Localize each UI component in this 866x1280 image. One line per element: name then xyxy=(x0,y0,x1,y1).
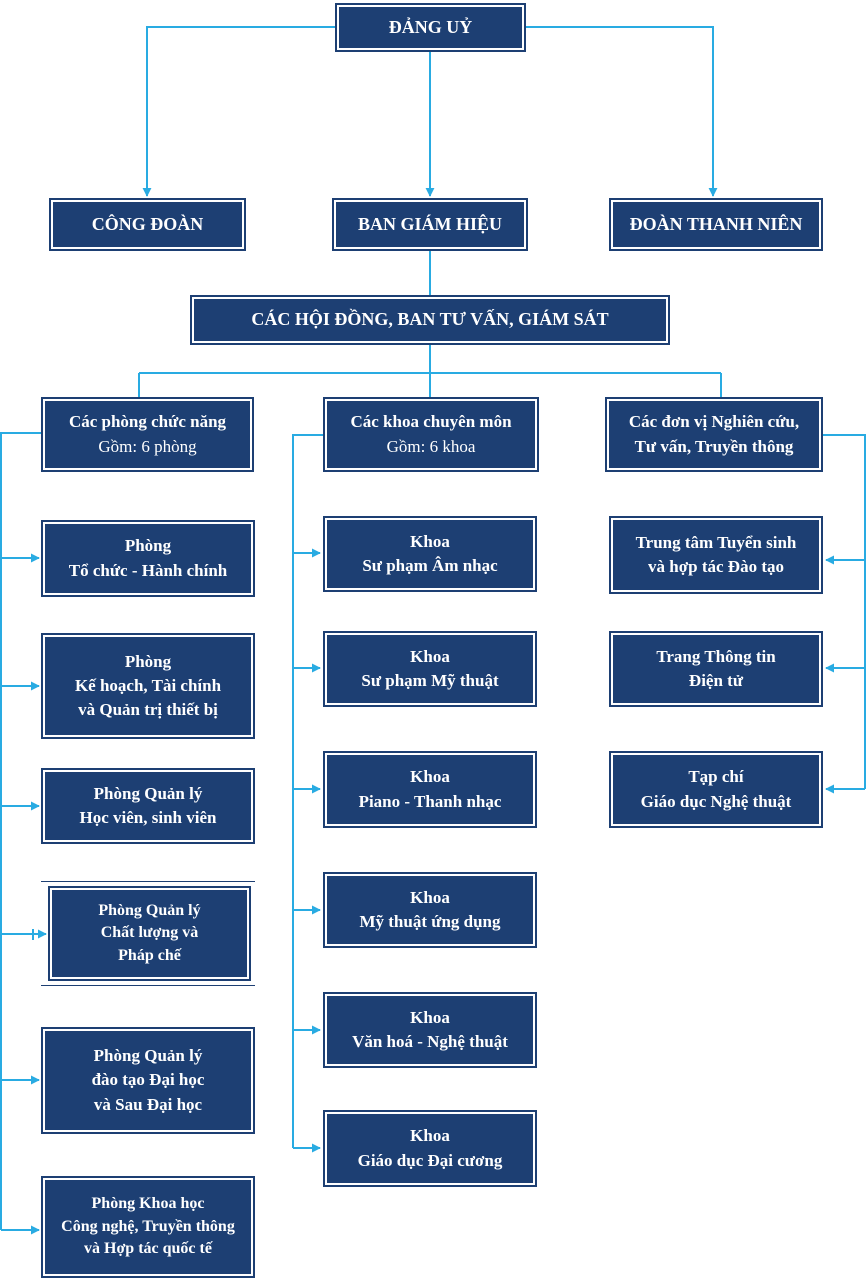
node-ban-giam-hieu: BAN GIÁM HIỆU xyxy=(332,198,528,251)
node-label-line: Trang Thông tin xyxy=(656,646,776,666)
node-phong-3: Phòng Quản lý Học viên, sinh viên xyxy=(41,768,255,844)
node-label-line: Phòng xyxy=(124,536,172,556)
node-label-line: Chất lượng và xyxy=(100,924,199,942)
node-khoa-2: Khoa Sư phạm Mỹ thuật xyxy=(323,631,537,707)
node-label-line: Giáo dục Đại cương xyxy=(357,1150,503,1170)
node-label-line: BAN GIÁM HIỆU xyxy=(357,213,502,234)
node-label-line: và Quản trị thiết bị xyxy=(78,700,218,720)
edge-dang-uy-cong-doan xyxy=(142,26,335,197)
node-label-line: đào tạo Đại học xyxy=(91,1070,205,1090)
node-label-line: Tư vấn, Truyền thông xyxy=(634,436,794,456)
group-khoa-header: Các khoa chuyên môn Gồm: 6 khoa xyxy=(323,397,539,472)
node-phong-5: Phòng Quản lý đào tạo Đại học và Sau Đại h… xyxy=(41,1027,255,1134)
edge-phong-bracket xyxy=(0,432,41,1230)
node-label-line: Phòng Quản lý xyxy=(93,783,203,803)
node-label-line: Khoa xyxy=(410,1007,450,1027)
node-phong-4: Phòng Quản lý Chất lượng và Pháp chế xyxy=(48,886,251,981)
node-phong-2: Phòng Kế hoạch, Tài chính và Quản trị thiế… xyxy=(41,633,255,739)
node-label-line: Trung tâm Tuyển sinh xyxy=(635,532,797,552)
node-label-line: Piano - Thanh nhạc xyxy=(358,791,502,811)
node-label-line: Phòng Quản lý xyxy=(93,1046,203,1066)
node-label-line: ĐOÀN THANH NIÊN xyxy=(629,213,803,234)
node-label-line: Các đơn vị Nghiên cứu, xyxy=(628,412,800,432)
node-label-line: Học viên, sinh viên xyxy=(79,808,217,827)
group-khoa-subtitle: Gồm: 6 khoa xyxy=(386,436,476,456)
divider-bottom xyxy=(41,985,255,986)
node-label-line: Tổ chức - Hành chính xyxy=(68,560,228,580)
group-phong-subtitle: Gồm: 6 phòng xyxy=(98,436,197,456)
node-hoi-dong: CÁC HỘI ĐỒNG, BAN TƯ VẤN, GIÁM SÁT xyxy=(190,295,670,345)
node-label-line: Mỹ thuật ứng dụng xyxy=(359,912,501,931)
node-label-line: và Hợp tác quốc tế xyxy=(84,1240,212,1258)
node-doan-thanh-nien: ĐOÀN THANH NIÊN xyxy=(609,198,823,251)
node-label-line: Phòng Quản lý xyxy=(98,901,201,919)
node-label-line: CÔNG ĐOÀN xyxy=(91,213,204,234)
node-label-line: Khoa xyxy=(410,887,450,907)
group-phong-title: Các phòng chức năng xyxy=(68,412,227,432)
node-label-line: Khoa xyxy=(410,531,450,551)
divider-top xyxy=(41,881,255,882)
node-label-line: Điện tử xyxy=(688,671,744,690)
node-label-line: Văn hoá - Nghệ thuật xyxy=(352,1032,508,1051)
node-label-line: Pháp chế xyxy=(118,946,181,964)
group-khoa-title: Các khoa chuyên môn xyxy=(350,412,512,432)
node-label-line: Khoa xyxy=(410,646,450,666)
node-label-line: Phòng xyxy=(124,651,172,671)
node-label-line: Kế hoạch, Tài chính xyxy=(74,675,222,695)
node-khoa-1: Khoa Sư phạm Âm nhạc xyxy=(323,516,537,592)
node-label-line: Công nghệ, Truyền thông xyxy=(61,1217,235,1235)
node-label-line: và hợp tác Đào tạo xyxy=(648,557,784,576)
node-label-line: Sư phạm Mỹ thuật xyxy=(361,671,499,690)
node-dang-uy: ĐẢNG UỶ xyxy=(335,3,526,52)
node-label-line: Tạp chí xyxy=(688,767,744,787)
edge-hoi-dong-groups xyxy=(138,345,722,397)
node-label-line: Khoa xyxy=(410,1126,450,1146)
node-cong-doan: CÔNG ĐOÀN xyxy=(49,198,246,251)
edge-dang-uy-doan-thanh-nien xyxy=(526,26,718,197)
edge-khoa-bracket xyxy=(292,434,323,1148)
node-label-line: ĐẢNG UỶ xyxy=(388,16,473,37)
node-donvi-1: Trung tâm Tuyển sinh và hợp tác Đào tạo xyxy=(609,516,823,594)
node-label-line: CÁC HỘI ĐỒNG, BAN TƯ VẤN, GIÁM SÁT xyxy=(251,309,609,330)
edge-donvi-bracket xyxy=(823,434,866,789)
node-label-line: Giáo dục Nghệ thuật xyxy=(640,791,792,811)
node-phong-1: Phòng Tổ chức - Hành chính xyxy=(41,520,255,597)
node-label-line: Khoa xyxy=(410,767,450,787)
node-khoa-4: Khoa Mỹ thuật ứng dụng xyxy=(323,872,537,948)
node-label-line: và Sau Đại học xyxy=(93,1094,203,1114)
node-label-line: Sư phạm Âm nhạc xyxy=(362,556,498,575)
group-phong-header: Các phòng chức năng Gồm: 6 phòng xyxy=(41,397,254,472)
group-donvi-header: Các đơn vị Nghiên cứu, Tư vấn, Truyền thô… xyxy=(605,397,823,472)
node-label-line: Phòng Khoa học xyxy=(91,1195,205,1213)
